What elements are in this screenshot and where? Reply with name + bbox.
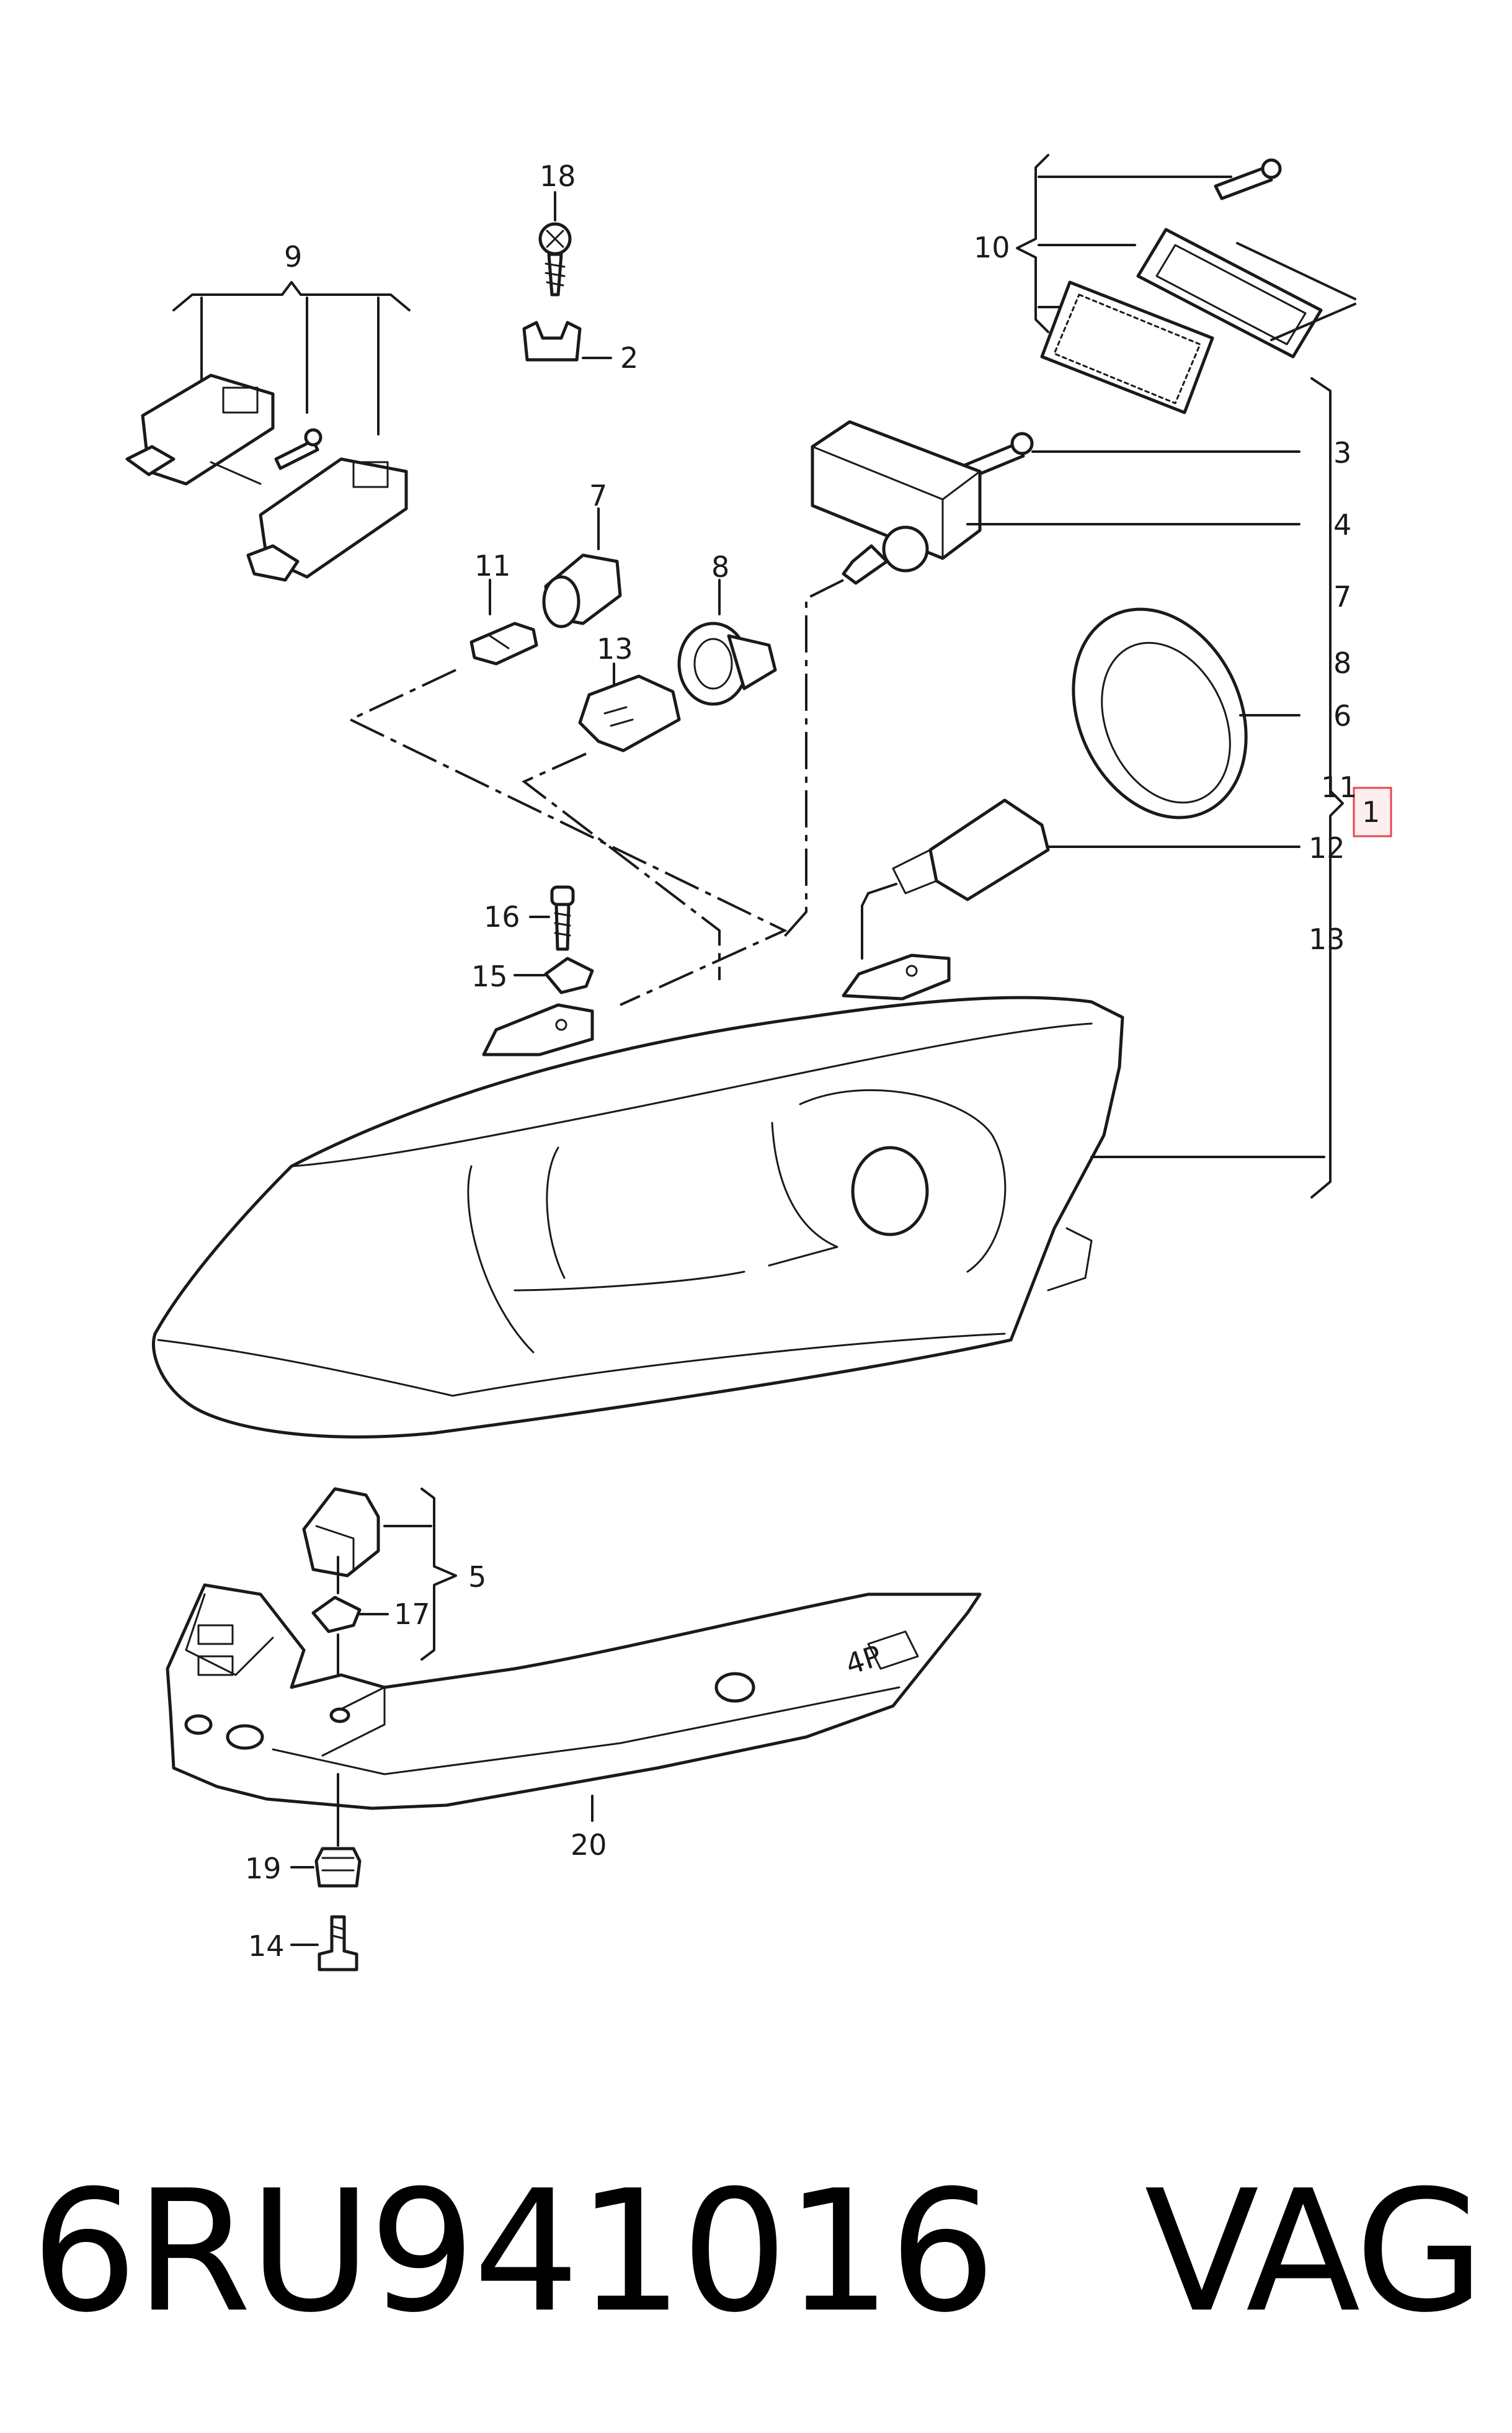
part-18-2-group — [522, 191, 612, 362]
callout-8-right: 8 — [1333, 646, 1351, 680]
nut-17-icon — [311, 1596, 362, 1633]
callout-7-right: 7 — [1333, 580, 1351, 614]
frame-10-icon — [1136, 228, 1323, 359]
callout-17: 17 — [394, 1597, 430, 1631]
callout-12: 12 — [1309, 831, 1345, 865]
part-number: 6RU941016 — [31, 2154, 996, 2349]
headlight-housing-1 — [151, 953, 1325, 1439]
callout-7-left: 7 — [589, 479, 607, 512]
callout-5: 5 — [468, 1560, 486, 1594]
mount-tab-left — [482, 1003, 594, 1056]
projector-lens-icon — [851, 1146, 929, 1236]
part-20-bracket: 4P — [166, 1583, 982, 1822]
part-5-group — [302, 1487, 457, 1689]
callout-19: 19 — [245, 1852, 282, 1885]
callout-18: 18 — [540, 159, 576, 193]
callout-15: 15 — [471, 960, 508, 993]
callout-2: 2 — [620, 341, 638, 375]
part-16-15-group — [514, 885, 594, 994]
callout-13-left: 13 — [597, 632, 633, 666]
nut-19-icon — [314, 1847, 362, 1888]
callout-11-right: 11 — [1321, 770, 1358, 804]
part-19-14-group — [290, 1773, 362, 1971]
gasket-10-icon — [1040, 280, 1214, 414]
part-11-bulb — [469, 579, 538, 666]
nut-15-icon — [544, 957, 594, 994]
bulb-11-icon — [469, 622, 538, 666]
part-9-group — [125, 281, 411, 582]
callout-10: 10 — [974, 231, 1010, 264]
part-1-bracket — [1310, 377, 1392, 1199]
callout-13-right: 13 — [1309, 922, 1345, 956]
callout-14: 14 — [248, 1929, 285, 1963]
screw-10-icon — [1214, 166, 1273, 200]
part-8-socket — [677, 579, 777, 706]
callout-8-left: 8 — [711, 550, 729, 584]
callout-3: 3 — [1333, 436, 1351, 470]
callout-1: 1 — [1362, 795, 1380, 829]
screw-16-icon — [550, 885, 575, 906]
bolt-14-icon — [318, 1915, 358, 1971]
clip-2-icon — [522, 321, 582, 362]
bulb-13-icon — [578, 674, 681, 752]
part-7-socket — [542, 507, 622, 628]
part-1-highlight-box — [1353, 787, 1392, 837]
callout-9: 9 — [284, 240, 302, 274]
bulb-12-icon — [928, 798, 1050, 901]
part-12-bulb — [861, 798, 1301, 960]
callout-6: 6 — [1333, 699, 1351, 733]
callout-20: 20 — [571, 1828, 607, 1862]
part-6-ring — [1072, 607, 1301, 819]
callout-16: 16 — [484, 900, 520, 934]
motor-4-icon — [811, 420, 982, 560]
bracket-20-icon — [166, 1583, 982, 1810]
callout-4: 4 — [1333, 508, 1351, 542]
callout-11-left: 11 — [474, 549, 511, 583]
screw-9-icon — [274, 439, 319, 470]
brand-name: VAG — [1144, 2154, 1485, 2349]
part-3-4-group — [780, 420, 1301, 941]
footer: 6RU941016 VAG — [31, 2154, 1485, 2349]
mount-tab-right — [842, 953, 951, 1001]
part-13-bulb — [578, 663, 681, 752]
part-10-group — [1016, 154, 1356, 414]
clip-5-icon — [302, 1487, 380, 1578]
